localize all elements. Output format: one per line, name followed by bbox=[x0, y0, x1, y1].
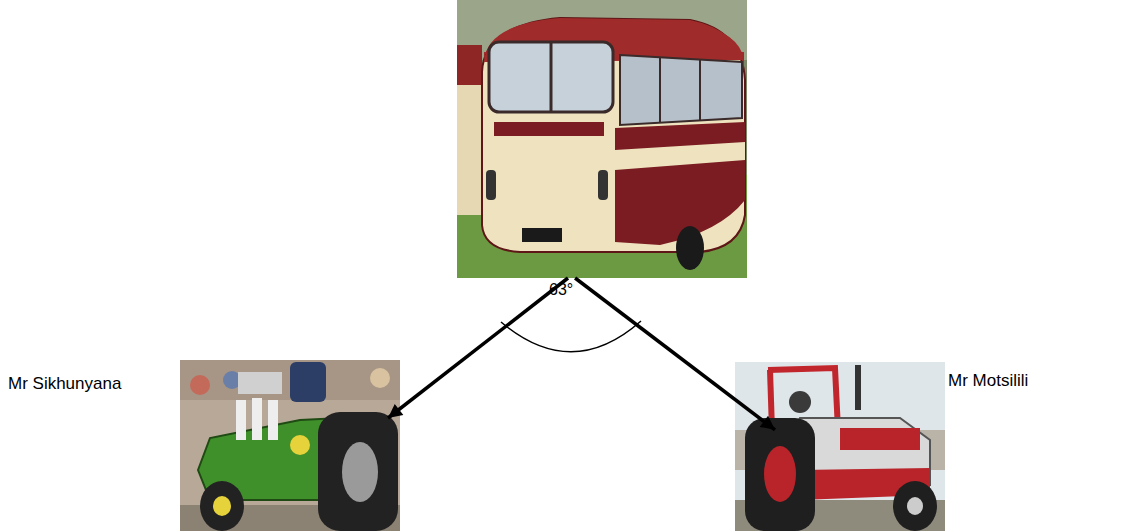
angle-label: 63° bbox=[549, 281, 573, 299]
person-name: Mr Sikhunyana bbox=[8, 374, 121, 394]
picture-node: Mr Sikhunyana bbox=[180, 360, 388, 531]
angle-arc bbox=[501, 321, 641, 352]
arrow-line bbox=[388, 278, 568, 418]
picture-node: Mr Motsilili bbox=[775, 362, 945, 531]
picture-node bbox=[457, 0, 747, 278]
green-tractor-picture bbox=[180, 360, 400, 531]
arrow-line bbox=[575, 278, 775, 430]
bus-picture bbox=[457, 0, 747, 278]
red-tractor-picture bbox=[735, 362, 945, 531]
person-name: Mr Motsilili bbox=[948, 371, 1028, 391]
